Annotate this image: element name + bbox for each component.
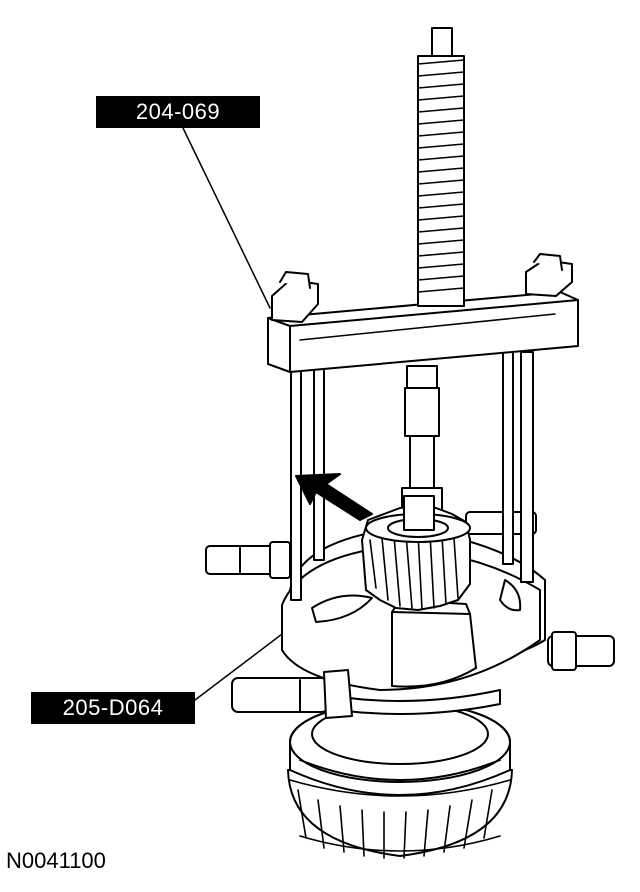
differential-housing xyxy=(289,701,511,796)
figure-id: N0041100 xyxy=(6,848,106,873)
callout-label-splitter: 205-D064 xyxy=(31,692,195,724)
leader-line-puller xyxy=(182,127,271,309)
arrow-pointer xyxy=(295,473,373,521)
puller-crossbar xyxy=(267,253,579,601)
bearing-splitter xyxy=(205,511,615,719)
helical-gear xyxy=(361,495,471,611)
forcing-screw xyxy=(401,27,465,523)
ring-gear-base xyxy=(287,769,513,859)
callout-label-puller: 204-069 xyxy=(96,96,260,128)
leader-line-splitter xyxy=(194,627,291,701)
